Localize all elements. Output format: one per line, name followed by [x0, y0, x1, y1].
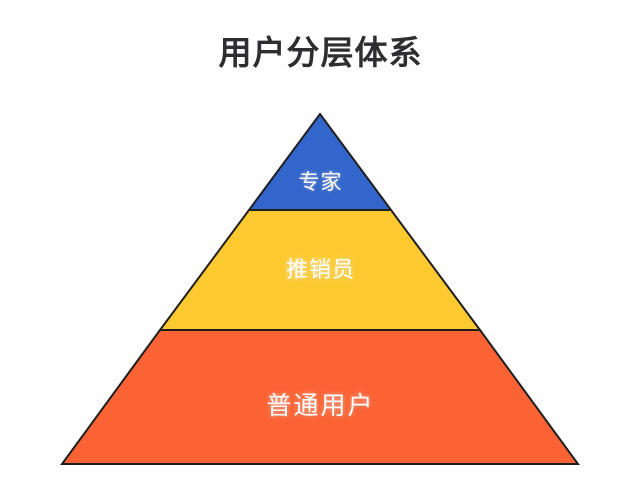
pyramid-tier-salesperson[interactable] — [158, 209, 482, 331]
pyramid-tier-expert[interactable] — [247, 112, 393, 211]
page-title: 用户分层体系 — [218, 34, 423, 71]
pyramid-tier-ordinary-user[interactable] — [60, 329, 580, 465]
